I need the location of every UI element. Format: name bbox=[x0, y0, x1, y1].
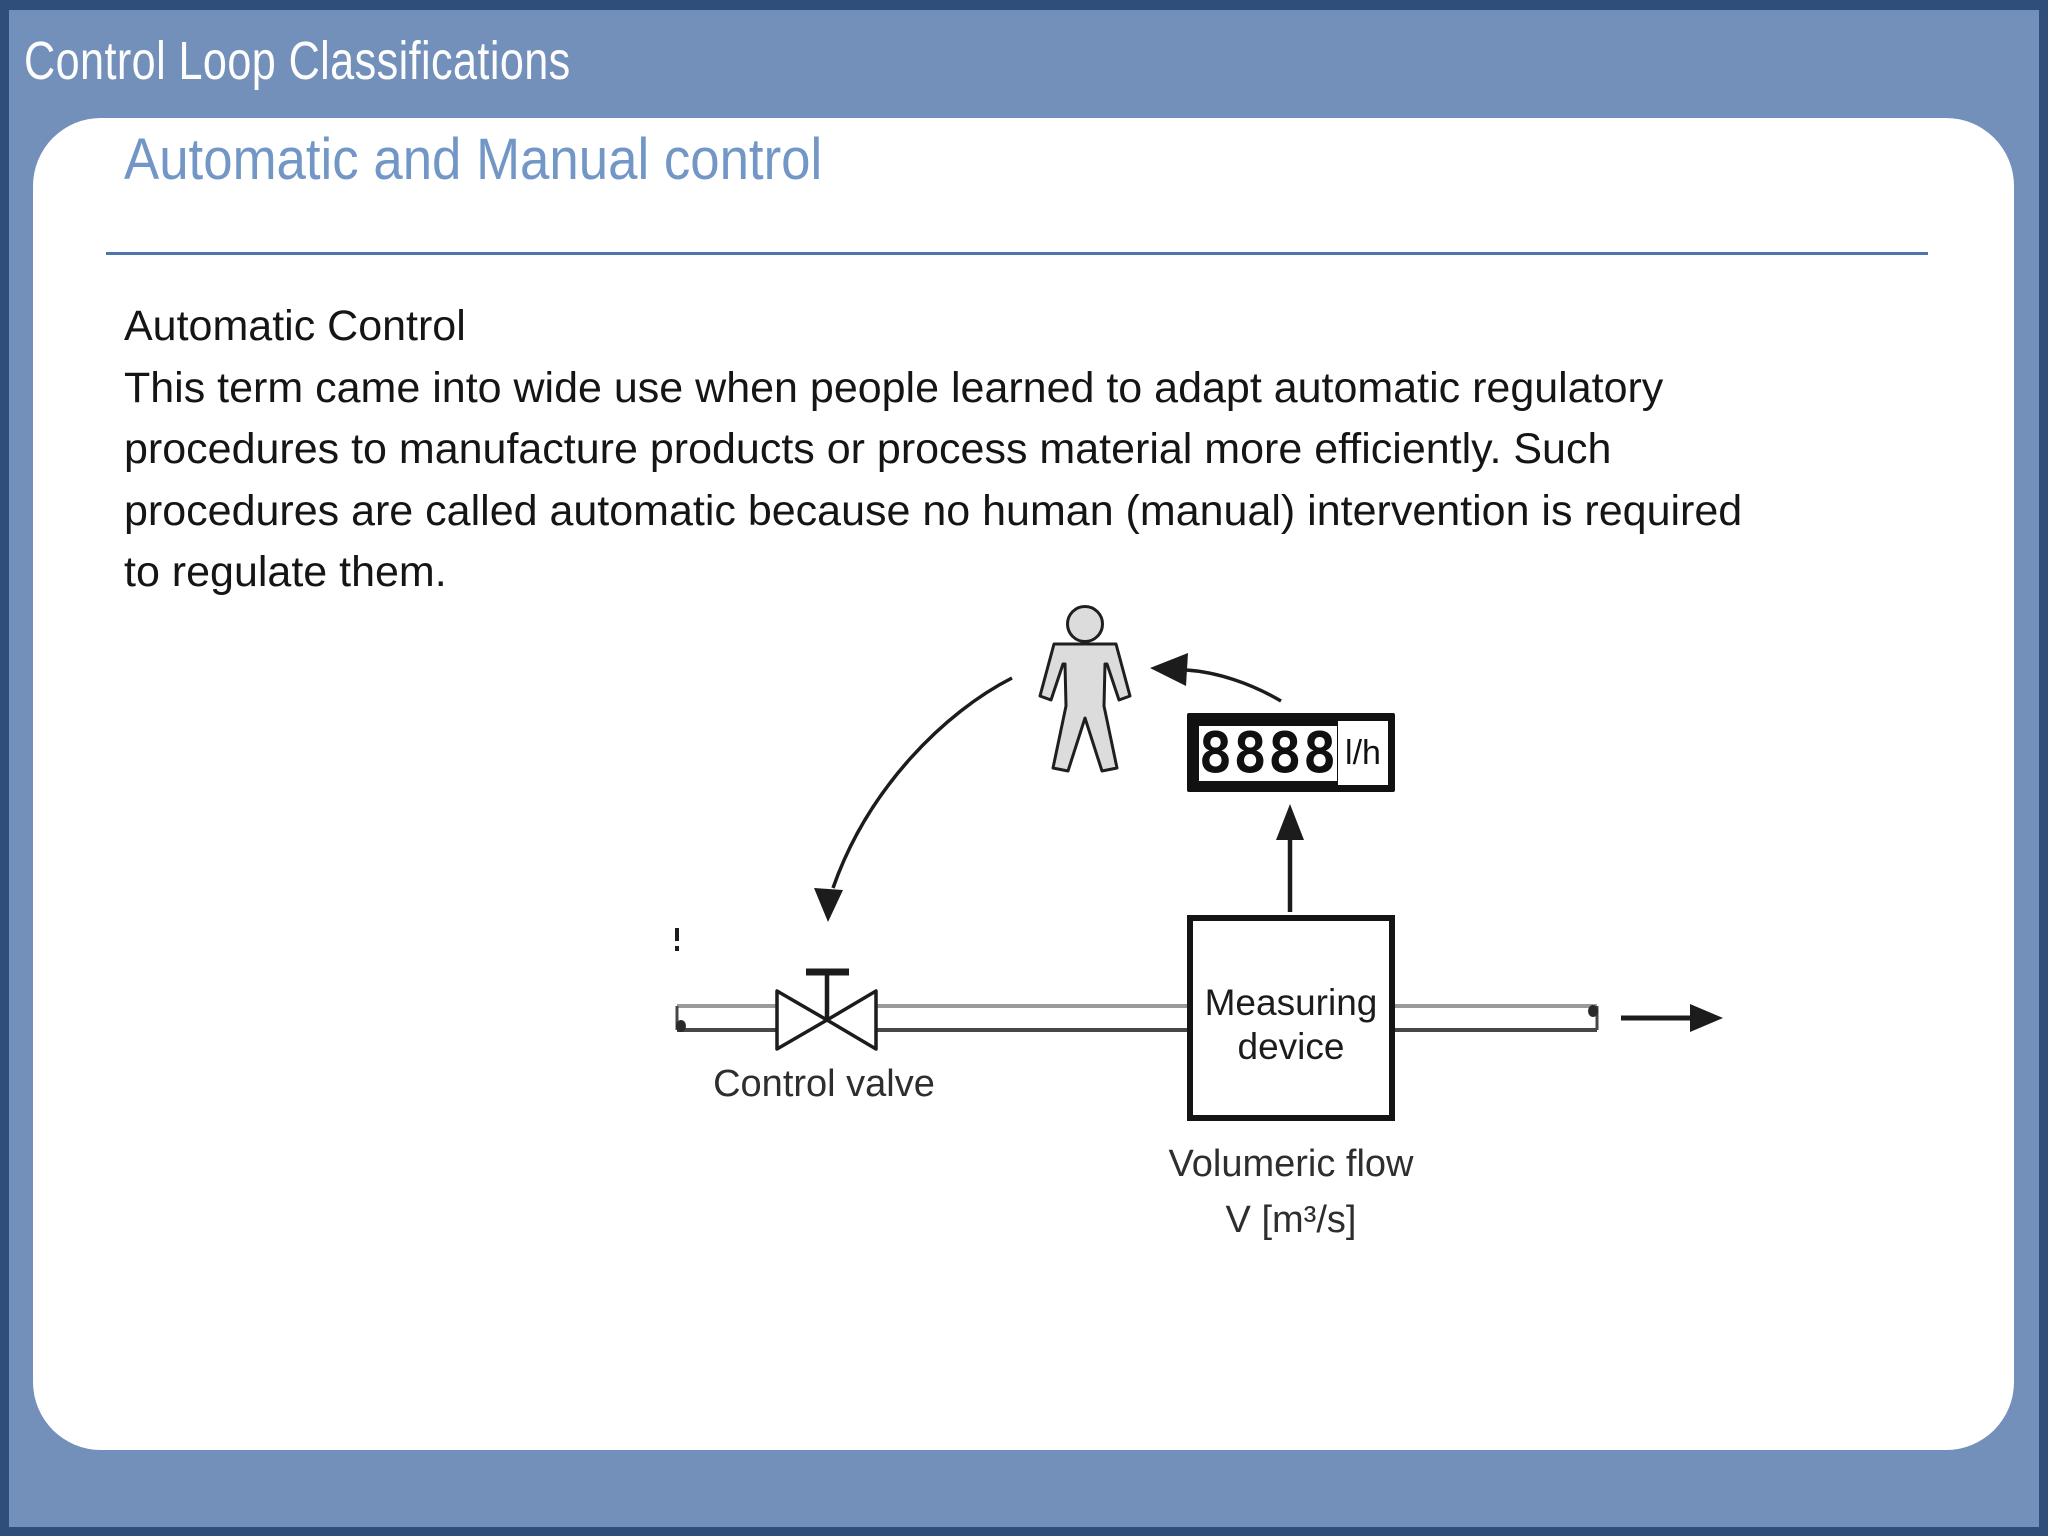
control-valve-label: Control valve bbox=[713, 1063, 935, 1105]
measuring-device-label-line2: device bbox=[1238, 1026, 1345, 1067]
speck-artifact bbox=[675, 928, 679, 951]
measuring-device-label-line1: Measuring bbox=[1205, 982, 1378, 1023]
arrow-right-icon bbox=[1621, 1004, 1723, 1032]
slide-heading: Automatic and Manual control bbox=[124, 127, 823, 192]
arrow-curved-to-person-icon bbox=[1150, 653, 1282, 703]
flow-symbol-label: V [m³/s] bbox=[1226, 1199, 1357, 1241]
pipe-line bbox=[675, 1004, 1599, 1032]
body-paragraph: Automatic Control This term came into wi… bbox=[124, 302, 1743, 596]
volumetric-flow-label: Volumeric flow bbox=[1169, 1143, 1415, 1185]
arrow-up-icon bbox=[1276, 804, 1304, 912]
flow-display-panel: 8888 l/h bbox=[1187, 713, 1395, 792]
flow-display-unit: l/h bbox=[1345, 734, 1381, 772]
control-valve-icon bbox=[775, 968, 878, 1051]
page-title: Control Loop Classifications bbox=[24, 31, 571, 91]
content-panel: Automatic and Manual control Automatic C… bbox=[33, 118, 2014, 1450]
measuring-device-box: Measuring device bbox=[1187, 915, 1395, 1121]
arrow-curved-to-valve-icon bbox=[814, 676, 1013, 922]
flow-display-value: 8888 bbox=[1199, 721, 1338, 786]
person-icon bbox=[1038, 605, 1132, 773]
heading-rule bbox=[106, 252, 1928, 255]
